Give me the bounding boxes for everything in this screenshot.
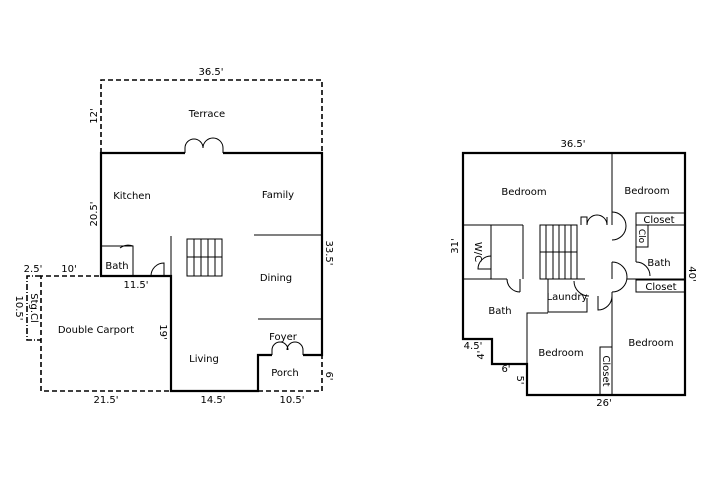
room-bath-w: Bath bbox=[488, 306, 511, 317]
bedroom-nw-door-icon[interactable] bbox=[580, 214, 608, 226]
bath-door-icon[interactable] bbox=[119, 244, 134, 249]
dim-porch-side: 6' bbox=[323, 371, 334, 380]
dim-living-bottom: 14.5' bbox=[200, 395, 225, 406]
room-porch: Porch bbox=[271, 368, 299, 379]
stairs-icon bbox=[522, 224, 585, 280]
room-bath-e: Bath bbox=[647, 258, 670, 269]
carport-outline bbox=[40, 275, 171, 392]
room-terrace: Terrace bbox=[188, 109, 225, 120]
room-closet-s: Closet bbox=[600, 355, 611, 386]
dim-terrace-depth: 12' bbox=[89, 108, 100, 123]
room-bedroom-ne: Bedroom bbox=[624, 186, 669, 197]
room-living: Living bbox=[189, 354, 219, 365]
terrace-door-icon[interactable] bbox=[184, 137, 224, 153]
foyer-door-icon[interactable] bbox=[271, 341, 304, 355]
dim-storage-depth: 10.5' bbox=[13, 295, 24, 320]
closet-e-box bbox=[635, 279, 686, 293]
dim-carport-bottom: 21.5' bbox=[93, 395, 118, 406]
dim-living-side: 19' bbox=[157, 324, 168, 339]
room-bedroom-se: Bedroom bbox=[628, 338, 673, 349]
dim-top: 36.5' bbox=[560, 139, 585, 150]
room-foyer: Foyer bbox=[269, 332, 298, 343]
dim-right-side: 33.5' bbox=[323, 240, 334, 265]
room-closet-ne: Closet bbox=[643, 215, 674, 226]
bedroom-s-wall bbox=[526, 312, 548, 364]
room-bath: Bath bbox=[105, 261, 128, 272]
closet-ne-box bbox=[635, 212, 686, 226]
laundry-door-icon[interactable] bbox=[573, 280, 590, 297]
dim-step2: 4' bbox=[476, 350, 487, 359]
bath-e-door-icon[interactable] bbox=[635, 261, 651, 277]
dim-porch-bottom: 10.5' bbox=[279, 395, 304, 406]
dim-carport-top: 10' bbox=[61, 264, 76, 275]
dim-storage-width: 2.5' bbox=[24, 264, 43, 275]
room-kitchen: Kitchen bbox=[113, 191, 151, 202]
storage-closet-outline bbox=[26, 275, 41, 341]
room-family: Family bbox=[262, 190, 294, 201]
dim-step1: 4.5' bbox=[464, 341, 483, 352]
room-bedroom-nw: Bedroom bbox=[501, 187, 546, 198]
room-storage-closet: Stg.Cl bbox=[28, 293, 39, 323]
clo-box bbox=[635, 224, 649, 248]
dim-step3: 6' bbox=[501, 364, 510, 375]
laundry-box bbox=[547, 279, 588, 313]
bedroom-se-door-icon[interactable] bbox=[611, 261, 628, 293]
dim-bottom: 26' bbox=[596, 398, 611, 409]
room-closet-e: Closet bbox=[645, 282, 676, 293]
room-wc: W/C bbox=[472, 242, 483, 262]
dim-step4: 5' bbox=[514, 375, 525, 384]
closet-s-box bbox=[599, 346, 613, 396]
upper-floor-plan: Bedroom Bedroom Closet Clo W/C Bath Clos… bbox=[450, 139, 697, 409]
bedroom-s-door-icon[interactable] bbox=[597, 295, 613, 311]
dim-left: 31' bbox=[450, 238, 461, 253]
stairs-icon bbox=[170, 236, 223, 277]
bedroom-ne-door-icon[interactable] bbox=[611, 211, 627, 241]
bath-w-door-icon[interactable] bbox=[506, 278, 521, 293]
ground-floor-plan: Terrace Kitchen Family Bath Dining Doubl… bbox=[13, 67, 334, 406]
ground-exterior-wall bbox=[99, 151, 272, 393]
room-double-carport: Double Carport bbox=[58, 325, 134, 336]
terrace-outline bbox=[100, 79, 323, 153]
wc-door-icon[interactable] bbox=[477, 255, 492, 270]
dim-bath-bottom: 11.5' bbox=[123, 280, 148, 291]
room-laundry: Laundry bbox=[547, 292, 588, 303]
kitchen-door-icon[interactable] bbox=[150, 262, 165, 277]
dim-right: 40' bbox=[686, 266, 697, 281]
room-bedroom-s: Bedroom bbox=[538, 348, 583, 359]
porch-outline bbox=[258, 355, 323, 392]
dim-kitchen-side: 20.5' bbox=[89, 201, 100, 226]
room-dining: Dining bbox=[260, 273, 292, 284]
dim-top: 36.5' bbox=[198, 67, 223, 78]
ground-exterior-wall-east bbox=[223, 151, 324, 357]
room-clo: Clo bbox=[636, 229, 646, 244]
